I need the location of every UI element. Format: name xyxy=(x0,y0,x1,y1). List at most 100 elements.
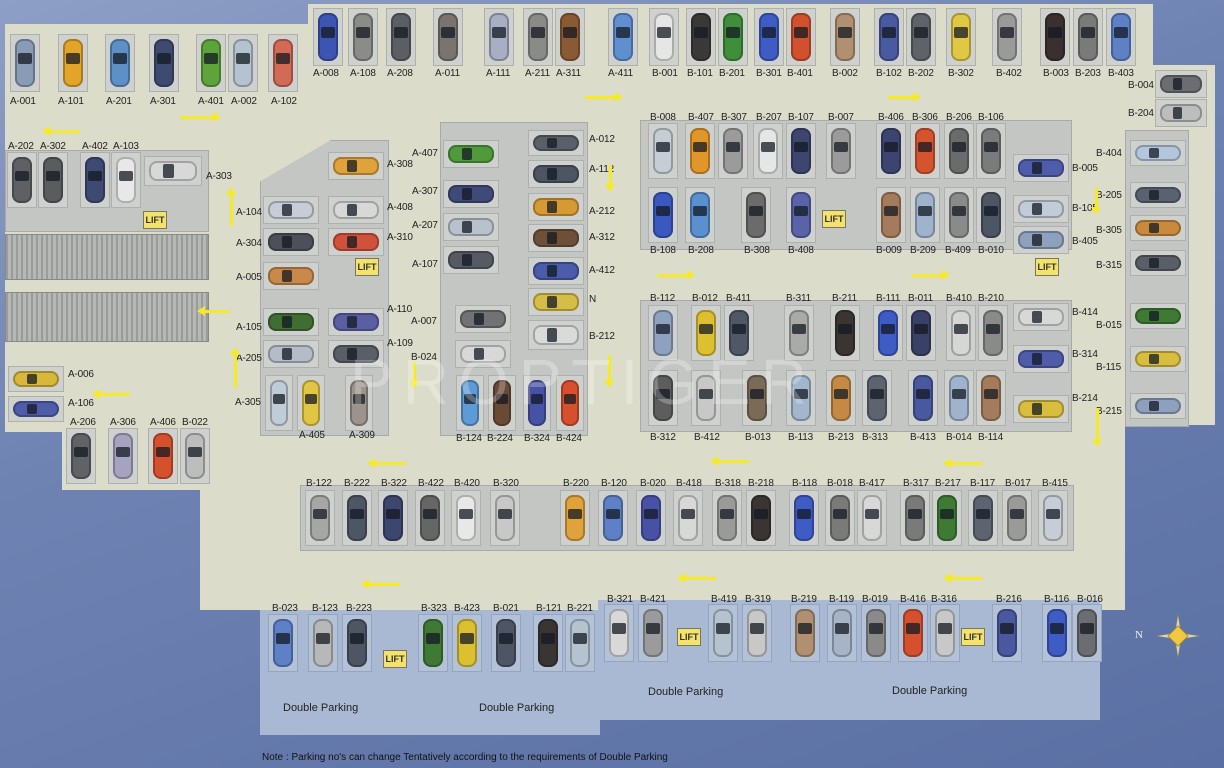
parking-slot[interactable] xyxy=(268,34,298,92)
parking-slot[interactable] xyxy=(827,604,857,662)
parking-slot[interactable] xyxy=(263,340,319,368)
parking-slot[interactable] xyxy=(386,8,416,66)
parking-slot[interactable] xyxy=(523,375,551,431)
parking-slot[interactable] xyxy=(180,428,210,484)
parking-slot[interactable] xyxy=(874,8,904,66)
parking-slot[interactable] xyxy=(555,8,585,66)
parking-slot[interactable] xyxy=(946,8,976,66)
parking-slot[interactable] xyxy=(523,8,553,66)
parking-slot[interactable] xyxy=(443,140,499,168)
parking-slot[interactable] xyxy=(342,614,372,672)
parking-slot[interactable] xyxy=(604,604,634,662)
parking-slot[interactable] xyxy=(305,490,335,546)
parking-slot[interactable] xyxy=(1013,154,1069,182)
parking-slot[interactable] xyxy=(648,123,678,179)
parking-slot[interactable] xyxy=(8,366,64,392)
parking-slot[interactable] xyxy=(1130,393,1186,419)
parking-slot[interactable] xyxy=(348,8,378,66)
parking-slot[interactable] xyxy=(1013,226,1069,254)
parking-slot[interactable] xyxy=(196,34,226,92)
parking-slot[interactable] xyxy=(1130,303,1186,329)
parking-slot[interactable] xyxy=(560,490,590,546)
parking-slot[interactable] xyxy=(741,187,771,243)
parking-slot[interactable] xyxy=(455,340,511,368)
parking-slot[interactable] xyxy=(490,490,520,546)
parking-slot[interactable] xyxy=(1013,303,1069,331)
parking-slot[interactable] xyxy=(784,305,814,361)
parking-slot[interactable] xyxy=(790,604,820,662)
parking-slot[interactable] xyxy=(1130,140,1186,166)
parking-slot[interactable] xyxy=(328,340,384,368)
parking-slot[interactable] xyxy=(906,8,936,66)
parking-slot[interactable] xyxy=(826,123,856,179)
parking-slot[interactable] xyxy=(265,375,293,431)
parking-slot[interactable] xyxy=(7,152,37,208)
parking-slot[interactable] xyxy=(976,123,1006,179)
parking-slot[interactable] xyxy=(648,305,678,361)
parking-slot[interactable] xyxy=(263,308,319,336)
parking-slot[interactable] xyxy=(1155,99,1207,127)
parking-slot[interactable] xyxy=(342,490,372,546)
parking-slot[interactable] xyxy=(825,490,855,546)
parking-slot[interactable] xyxy=(443,213,499,241)
parking-slot[interactable] xyxy=(528,224,584,252)
parking-slot[interactable] xyxy=(826,370,856,426)
parking-slot[interactable] xyxy=(638,604,668,662)
parking-slot[interactable] xyxy=(830,8,860,66)
parking-slot[interactable] xyxy=(1040,8,1070,66)
parking-slot[interactable] xyxy=(1038,490,1068,546)
parking-slot[interactable] xyxy=(328,228,384,256)
parking-slot[interactable] xyxy=(746,490,776,546)
parking-slot[interactable] xyxy=(8,396,64,422)
parking-slot[interactable] xyxy=(976,187,1006,243)
parking-slot[interactable] xyxy=(1013,345,1069,373)
parking-slot[interactable] xyxy=(1042,604,1072,662)
parking-slot[interactable] xyxy=(685,187,715,243)
parking-slot[interactable] xyxy=(946,305,976,361)
parking-slot[interactable] xyxy=(648,370,678,426)
parking-slot[interactable] xyxy=(598,490,628,546)
parking-slot[interactable] xyxy=(742,370,772,426)
parking-slot[interactable] xyxy=(992,8,1022,66)
parking-slot[interactable] xyxy=(691,370,721,426)
parking-slot[interactable] xyxy=(1130,215,1186,241)
parking-slot[interactable] xyxy=(66,428,96,484)
parking-slot[interactable] xyxy=(148,428,178,484)
parking-slot[interactable] xyxy=(712,490,742,546)
parking-slot[interactable] xyxy=(228,34,258,92)
parking-slot[interactable] xyxy=(268,614,298,672)
parking-slot[interactable] xyxy=(144,156,202,186)
parking-slot[interactable] xyxy=(649,8,679,66)
parking-slot[interactable] xyxy=(686,8,716,66)
parking-slot[interactable] xyxy=(978,305,1008,361)
parking-slot[interactable] xyxy=(910,123,940,179)
parking-slot[interactable] xyxy=(1013,195,1069,223)
parking-slot[interactable] xyxy=(1073,8,1103,66)
parking-slot[interactable] xyxy=(910,187,940,243)
parking-slot[interactable] xyxy=(754,8,784,66)
parking-slot[interactable] xyxy=(80,152,110,208)
parking-slot[interactable] xyxy=(418,614,448,672)
parking-slot[interactable] xyxy=(673,490,703,546)
parking-slot[interactable] xyxy=(105,34,135,92)
parking-slot[interactable] xyxy=(528,257,584,285)
parking-slot[interactable] xyxy=(528,288,584,316)
parking-slot[interactable] xyxy=(691,305,721,361)
parking-slot[interactable] xyxy=(263,262,319,290)
parking-slot[interactable] xyxy=(443,246,499,274)
parking-slot[interactable] xyxy=(968,490,998,546)
parking-slot[interactable] xyxy=(297,375,325,431)
parking-slot[interactable] xyxy=(10,34,40,92)
parking-slot[interactable] xyxy=(528,193,584,221)
parking-slot[interactable] xyxy=(900,490,930,546)
parking-slot[interactable] xyxy=(908,370,938,426)
parking-slot[interactable] xyxy=(1130,346,1186,372)
parking-slot[interactable] xyxy=(528,130,584,156)
parking-slot[interactable] xyxy=(455,305,511,333)
parking-slot[interactable] xyxy=(528,160,584,188)
parking-slot[interactable] xyxy=(378,490,408,546)
parking-slot[interactable] xyxy=(789,490,819,546)
parking-slot[interactable] xyxy=(786,370,816,426)
parking-slot[interactable] xyxy=(876,187,906,243)
parking-slot[interactable] xyxy=(345,375,373,431)
